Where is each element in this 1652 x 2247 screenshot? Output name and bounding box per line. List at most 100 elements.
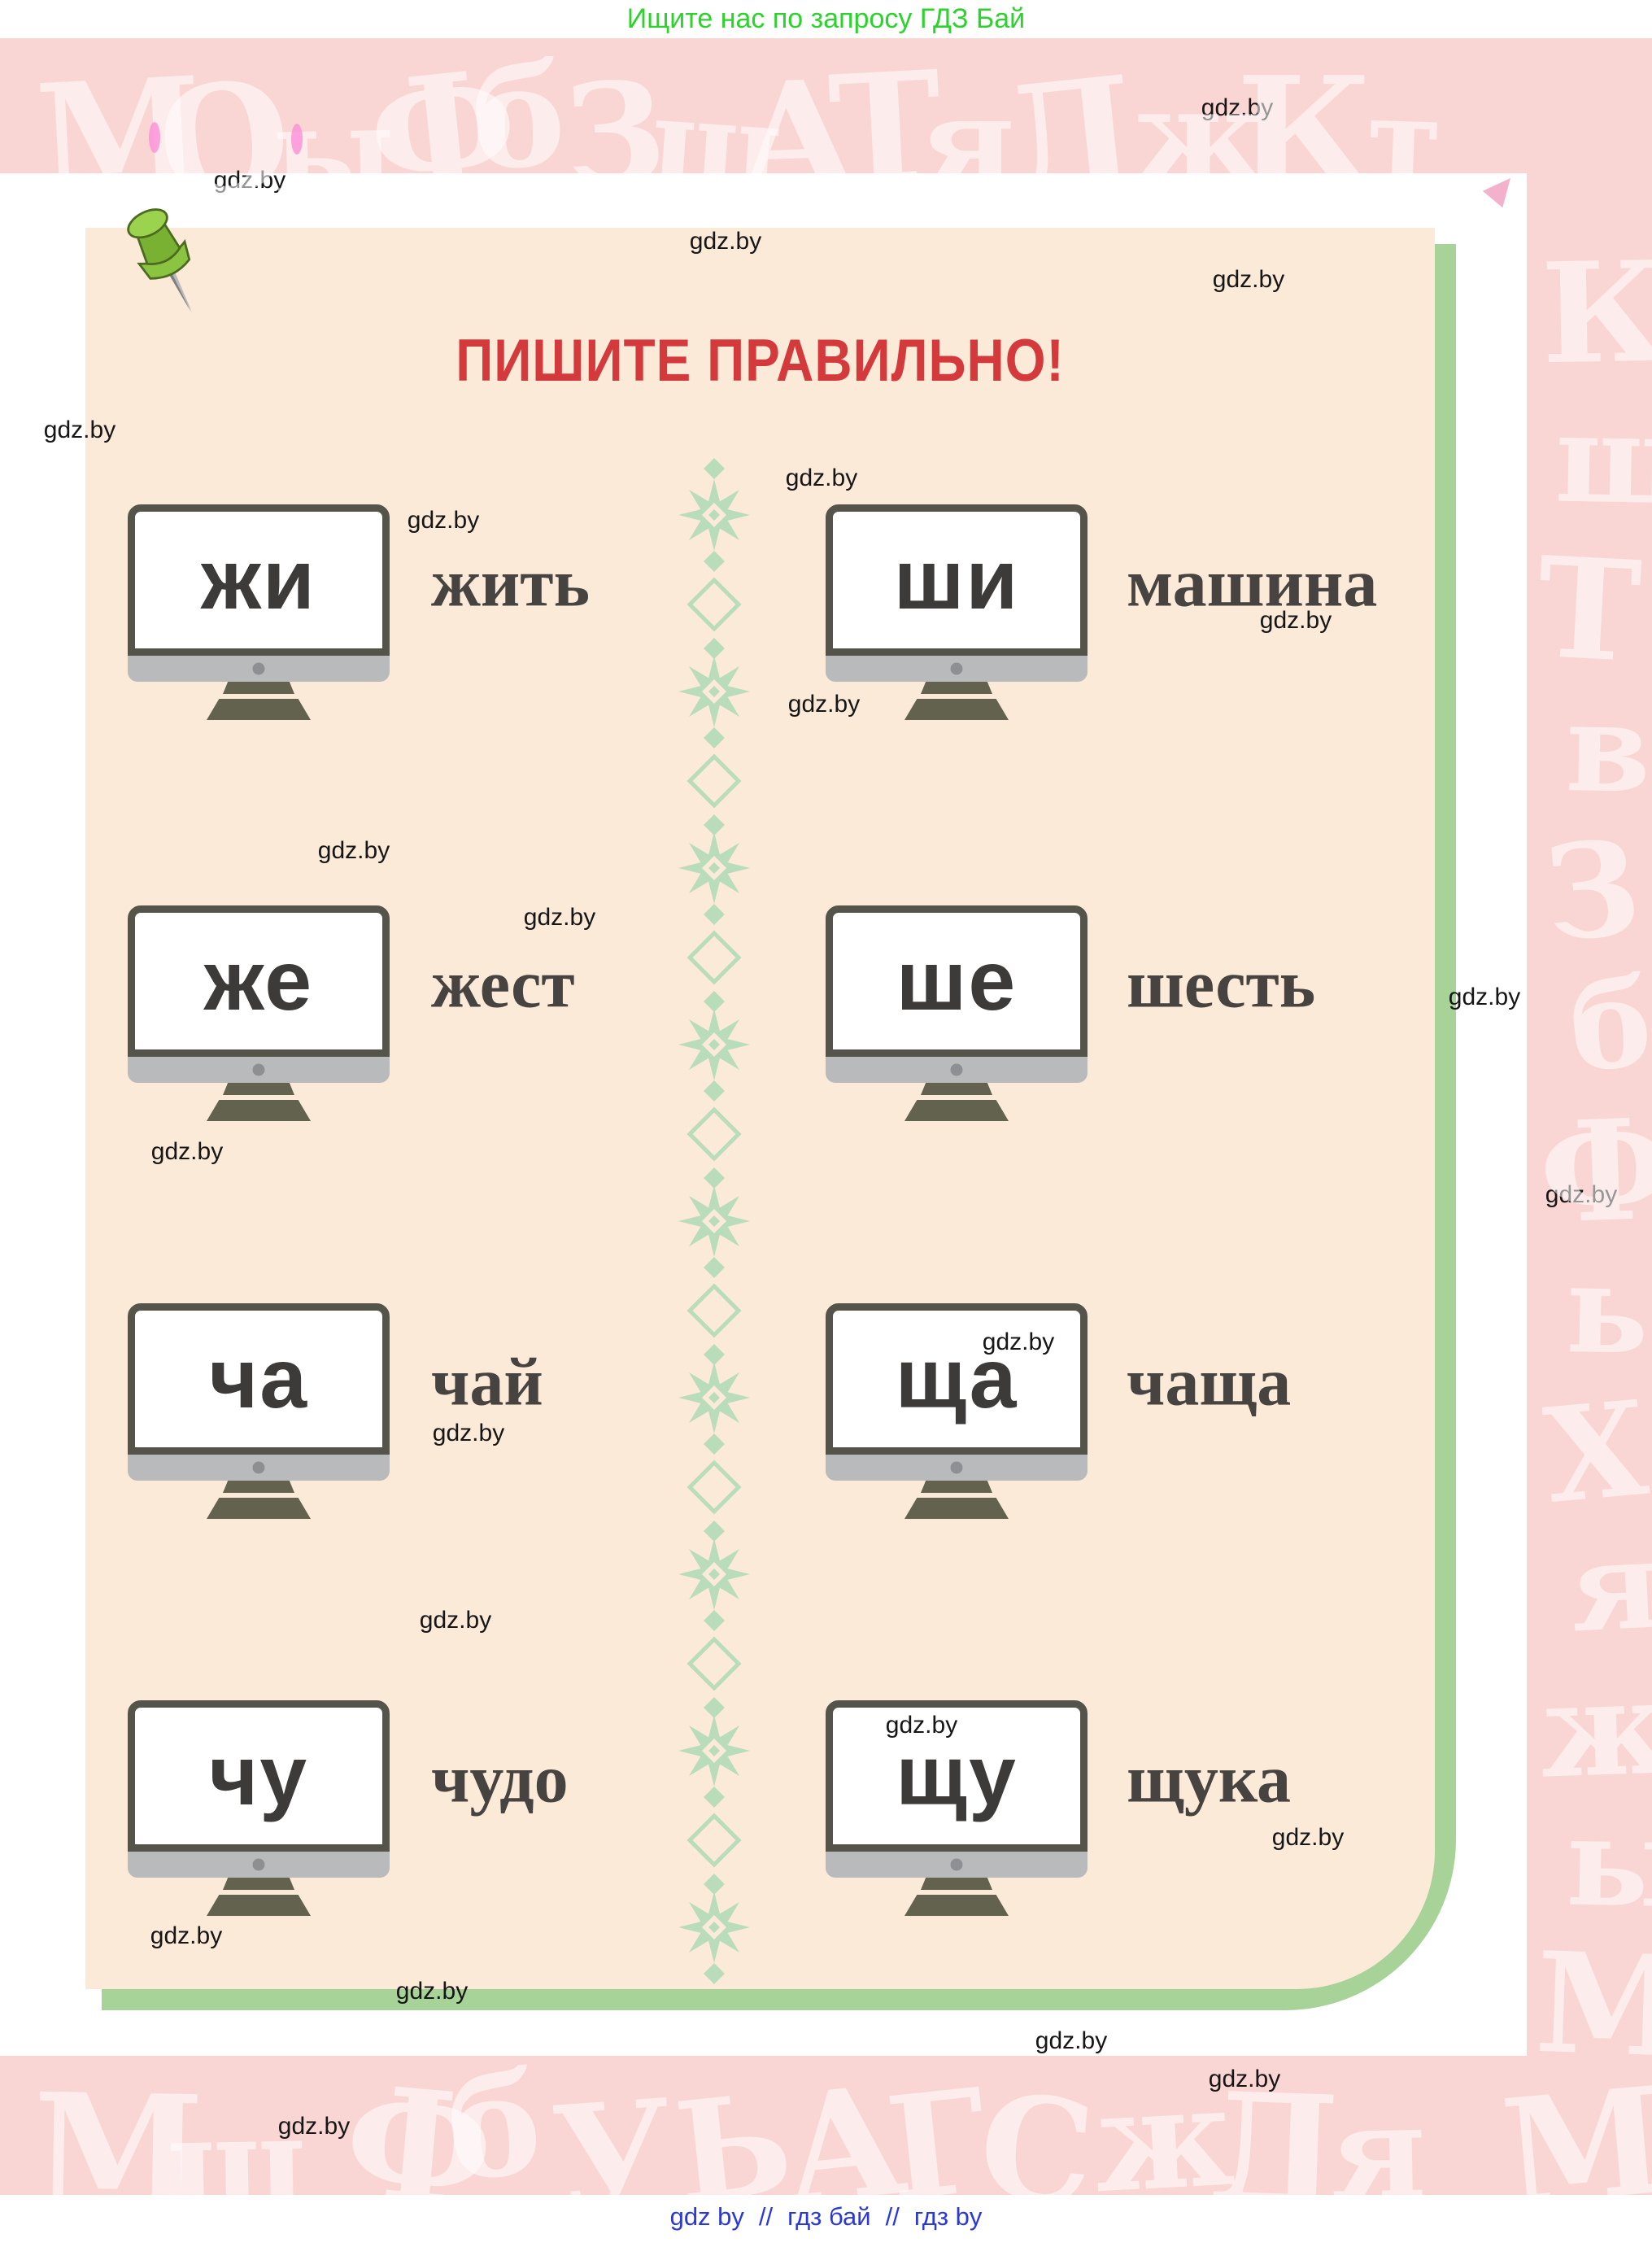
ornament-star-icon (678, 656, 750, 836)
promo-bar: Ищите нас по запросу ГДЗ Бай (0, 0, 1652, 38)
ornament-star-icon (678, 1891, 750, 1984)
footer-link[interactable]: гдз бай (787, 2202, 871, 2231)
monitor-screen: жи (128, 504, 390, 656)
monitor-icon: ща (826, 1303, 1088, 1519)
example-word: жить (431, 545, 590, 622)
decorative-letter: Д (1205, 2058, 1345, 2240)
ornament-star-icon (678, 1715, 750, 1895)
monitor-icon: ча (128, 1303, 390, 1519)
camera-dot-icon (252, 1461, 265, 1474)
gdzby-watermark: gdz.by (1545, 1181, 1618, 1208)
footer-separator: // (885, 2202, 900, 2231)
footer-bar: gdz by // гдз бай // гдз by (0, 2195, 1652, 2239)
camera-dot-icon (950, 1461, 963, 1474)
monitor-screen: ше (826, 905, 1088, 1057)
decorative-letter: б (469, 33, 569, 201)
monitor-body: же (128, 905, 390, 1083)
example-word: шесть (1127, 946, 1316, 1023)
decorative-letter: Т (1532, 526, 1645, 695)
syllable-label: ча (208, 1331, 309, 1426)
monitor-stand-neck (921, 1083, 992, 1095)
monitor-stand-base (904, 699, 1009, 720)
decorative-letter: в (1564, 676, 1652, 821)
monitor-screen: ча (128, 1303, 390, 1455)
decorative-letter: С (973, 2062, 1101, 2239)
camera-dot-icon (252, 662, 265, 675)
gdzby-watermark: gdz.by (277, 2113, 351, 2140)
monitor-icon: жи (128, 504, 390, 720)
camera-dot-icon (950, 1063, 963, 1076)
monitor-chin (128, 1455, 390, 1481)
monitor-stand-neck (223, 682, 294, 694)
decorative-letter: У (547, 2067, 678, 2247)
gdzby-watermark: gdz.by (1259, 607, 1332, 634)
gdzby-watermark: gdz.by (885, 1712, 958, 1739)
example-word: щука (1127, 1741, 1292, 1817)
decorative-accent (291, 124, 303, 155)
decorative-letter: М (1532, 1921, 1652, 2090)
gdzby-watermark: gdz.by (1212, 266, 1285, 293)
gdzby-watermark: gdz.by (1448, 984, 1521, 1010)
monitor-chin (128, 1057, 390, 1083)
footer-link[interactable]: gdz by (669, 2202, 744, 2231)
monitor-stand-neck (223, 1481, 294, 1493)
example-word: жест (431, 946, 575, 1023)
gdzby-watermark: gdz.by (419, 1607, 492, 1634)
camera-dot-icon (252, 1063, 265, 1076)
monitor-stand-neck (921, 682, 992, 694)
monitor-body: чу (128, 1700, 390, 1878)
decorative-letter: З (1539, 810, 1646, 971)
monitor-chin (128, 1852, 390, 1878)
gdzby-watermark: gdz.by (317, 837, 390, 864)
pink-band-bottom (0, 2056, 1652, 2195)
gdzby-watermark: gdz.by (407, 507, 480, 534)
example-word: чаща (1127, 1344, 1292, 1420)
syllable-label: ши (893, 532, 1020, 627)
monitor-chin (826, 656, 1088, 682)
decorative-letter: б (442, 2040, 547, 2212)
decorative-letter: ш (165, 2086, 308, 2242)
decorative-letter: щ (1554, 386, 1652, 533)
monitor-icon: ше (826, 905, 1088, 1121)
ornament-diamond-icon (704, 458, 725, 479)
monitor-body: ча (128, 1303, 390, 1481)
ornament-star-icon (678, 1009, 750, 1189)
gdzby-watermark: gdz.by (1271, 1824, 1345, 1851)
ornament-star-icon (678, 1362, 750, 1542)
gdzby-watermark: gdz.by (150, 1922, 223, 1949)
decorative-letter: я (919, 67, 1016, 220)
monitor-body: ши (826, 504, 1088, 682)
gdzby-watermark: gdz.by (689, 228, 762, 255)
decorative-letter: М (1496, 2054, 1652, 2240)
pink-band-top (0, 38, 1652, 173)
footer-link[interactable]: гдз by (913, 2202, 983, 2231)
monitor-chin (826, 1455, 1088, 1481)
ornament-star-icon (678, 1185, 750, 1365)
camera-dot-icon (252, 1858, 265, 1871)
example-word: машина (1127, 545, 1378, 622)
monitor-stand-base (207, 699, 311, 720)
syllable-label: щу (896, 1728, 1018, 1823)
gdzby-watermark: gdz.by (150, 1138, 224, 1165)
decorative-accent (149, 122, 160, 153)
panel-green-border (102, 244, 1456, 2010)
gdzby-watermark: gdz.by (395, 1978, 469, 2005)
monitor-stand-base (207, 1498, 311, 1519)
monitor-stand-base (904, 1100, 1009, 1121)
gdzby-watermark: gdz.by (432, 1420, 505, 1446)
decorative-letter: ж (1131, 58, 1266, 216)
decorative-letter: Х (1539, 1371, 1652, 1534)
decorative-letter: т (1363, 69, 1445, 216)
footer-separator: // (758, 2202, 774, 2231)
gdzby-watermark: gdz.by (787, 691, 861, 718)
monitor-screen: же (128, 905, 390, 1057)
syllable-label: ше (896, 933, 1018, 1028)
syllable-label: чу (208, 1728, 309, 1823)
monitor-stand-neck (223, 1878, 294, 1890)
monitor-icon: ши (826, 504, 1088, 720)
gdzby-watermark: gdz.by (213, 167, 286, 194)
monitor-screen: ща (826, 1303, 1088, 1455)
gdzby-watermark: gdz.by (1201, 94, 1274, 121)
monitor-body: ща (826, 1303, 1088, 1481)
